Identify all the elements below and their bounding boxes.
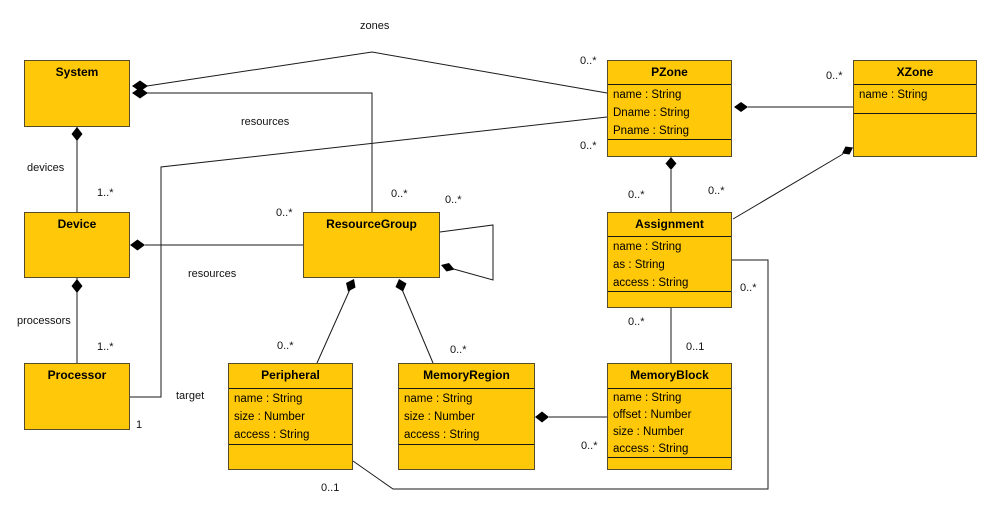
class-resourcegroup[interactable]: ResourceGroup bbox=[303, 212, 440, 278]
composition-diamond-resourcegroup-self bbox=[441, 263, 455, 272]
attributes-compartment: name : String Dname : String Pname : Str… bbox=[608, 84, 731, 139]
mult-assignment-from-xzone: 0..* bbox=[708, 185, 725, 197]
class-attribute: size : Number bbox=[404, 411, 475, 423]
operations-compartment bbox=[399, 444, 534, 469]
class-memoryregion[interactable]: MemoryRegion name : String size : Number… bbox=[398, 363, 535, 470]
class-attribute: size : Number bbox=[613, 426, 684, 438]
mult-resourcegroup-from-device: 0..* bbox=[276, 207, 293, 219]
composition-diamond-device-processors bbox=[71, 279, 83, 293]
class-attribute: Pname : String bbox=[613, 125, 690, 137]
assoc-system-resourcegroup bbox=[147, 92, 373, 212]
operations-compartment bbox=[608, 291, 731, 307]
mult-peripheral-target-end: 0..1 bbox=[321, 482, 340, 494]
class-system[interactable]: System bbox=[24, 60, 130, 127]
class-assignment[interactable]: Assignment name : String as : String acc… bbox=[607, 212, 732, 308]
mult-processor-end: 1..* bbox=[97, 341, 114, 353]
class-attribute: access : String bbox=[613, 443, 689, 455]
mult-memoryblock-end: 0..1 bbox=[686, 341, 705, 353]
composition-diamond-system-zones bbox=[132, 80, 148, 92]
class-processor[interactable]: Processor bbox=[24, 363, 130, 430]
composition-diamond-xzone-assignment bbox=[842, 146, 853, 155]
mult-pzone-target-end: 0..* bbox=[580, 140, 597, 152]
composition-diamond-pzone-assignment bbox=[665, 157, 677, 170]
class-title: Device bbox=[57, 217, 97, 231]
composition-diamond-pzone-xzone bbox=[734, 102, 748, 112]
composition-diamond-device-resources bbox=[130, 239, 145, 251]
operations-compartment bbox=[854, 113, 976, 156]
class-pzone[interactable]: PZone name : String Dname : String Pname… bbox=[607, 60, 732, 157]
mult-assignment-peripheral-line: 0..* bbox=[740, 282, 757, 294]
class-attribute: as : String bbox=[613, 259, 665, 271]
class-title: Peripheral bbox=[261, 368, 320, 382]
operations-compartment bbox=[608, 139, 731, 156]
class-attribute: access : String bbox=[234, 429, 310, 441]
class-title: Assignment bbox=[635, 217, 704, 231]
class-attribute: Dname : String bbox=[613, 107, 690, 119]
assoc-resourcegroup-peripheral bbox=[316, 286, 352, 364]
assoc-resourcegroup-self bbox=[439, 224, 494, 281]
mult-memoryregion-end: 0..* bbox=[450, 344, 467, 356]
class-device[interactable]: Device bbox=[24, 212, 130, 278]
class-attribute: name : String bbox=[613, 241, 682, 253]
assoc-label-devices: devices bbox=[27, 162, 65, 174]
assoc-xzone-assignment bbox=[732, 153, 844, 220]
mult-memoryblock-from-region: 0..* bbox=[581, 440, 598, 452]
mult-device-end: 1..* bbox=[97, 187, 114, 199]
attributes-compartment: name : String size : Number access : Str… bbox=[399, 388, 534, 444]
class-attribute: access : String bbox=[613, 277, 689, 289]
composition-diamond-memoryregion-memoryblock bbox=[535, 411, 549, 423]
class-title: ResourceGroup bbox=[326, 217, 417, 231]
mult-peripheral-end: 0..* bbox=[277, 340, 294, 352]
composition-diamond-system-devices bbox=[71, 127, 83, 141]
mult-resourcegroup-from-system: 0..* bbox=[391, 188, 408, 200]
mult-assignment-memoryblock-line: 0..* bbox=[628, 316, 645, 328]
class-peripheral[interactable]: Peripheral name : String size : Number a… bbox=[228, 363, 353, 470]
attributes-compartment: name : String size : Number access : Str… bbox=[229, 388, 352, 444]
assoc-system-pzone-zones bbox=[146, 51, 608, 94]
assoc-label-resources-system: resources bbox=[241, 116, 290, 128]
composition-diamond-system-resources bbox=[132, 87, 148, 99]
assoc-label-resources-device: resources bbox=[188, 268, 237, 280]
attributes-compartment: name : String offset : Number size : Num… bbox=[608, 388, 731, 457]
attributes-compartment: name : String as : String access : Strin… bbox=[608, 236, 731, 291]
composition-diamond-resourcegroup-memoryregion bbox=[395, 279, 407, 292]
assoc-resourcegroup-memoryregion bbox=[400, 286, 434, 364]
class-attribute: access : String bbox=[404, 429, 480, 441]
class-title: MemoryBlock bbox=[630, 368, 709, 382]
attributes-compartment: name : String bbox=[854, 84, 976, 113]
class-memoryblock[interactable]: MemoryBlock name : String offset : Numbe… bbox=[607, 363, 732, 470]
class-xzone[interactable]: XZone name : String bbox=[853, 60, 977, 157]
class-attribute: offset : Number bbox=[613, 409, 692, 421]
class-attribute: size : Number bbox=[234, 411, 305, 423]
class-attribute: name : String bbox=[613, 89, 682, 101]
class-attribute: name : String bbox=[859, 89, 928, 101]
class-title: Processor bbox=[47, 368, 107, 382]
class-attribute: name : String bbox=[234, 393, 303, 405]
assoc-label-target: target bbox=[176, 390, 205, 402]
operations-compartment bbox=[229, 444, 352, 469]
assoc-label-processors: processors bbox=[17, 315, 71, 327]
class-title: PZone bbox=[651, 65, 688, 79]
mult-assignment-from-pzone: 0..* bbox=[628, 189, 645, 201]
assoc-label-zones: zones bbox=[360, 20, 390, 32]
composition-diamond-resourcegroup-peripheral bbox=[346, 279, 356, 292]
assoc-processor-pzone-target bbox=[130, 116, 608, 398]
mult-resourcegroup-self: 0..* bbox=[445, 194, 462, 206]
class-attribute: name : String bbox=[613, 392, 682, 404]
class-title: MemoryRegion bbox=[423, 368, 510, 382]
assoc-assignment-peripheral bbox=[352, 259, 769, 490]
mult-pzone-zones-end: 0..* bbox=[580, 55, 597, 67]
class-title: XZone bbox=[896, 65, 934, 79]
operations-compartment bbox=[608, 457, 731, 469]
class-title: System bbox=[55, 65, 99, 79]
mult-target-processor-end: 1 bbox=[136, 419, 143, 431]
mult-xzone-end: 0..* bbox=[826, 70, 843, 82]
class-attribute: name : String bbox=[404, 393, 473, 405]
